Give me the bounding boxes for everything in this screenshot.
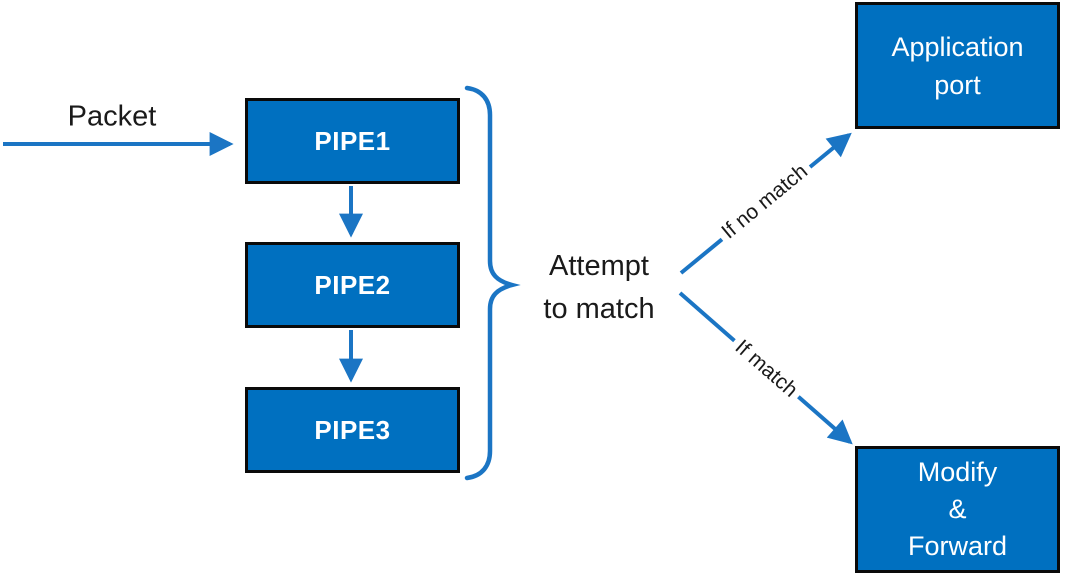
application-port-box: Application port bbox=[855, 2, 1060, 129]
packet-label: Packet bbox=[67, 100, 157, 133]
attempt-to-match-label: Attempt to match bbox=[543, 245, 654, 331]
pipe2-box: PIPE2 bbox=[245, 242, 460, 328]
attempt-line-2: to match bbox=[543, 293, 655, 325]
pipe3-label: PIPE3 bbox=[314, 414, 391, 445]
modify-forward-box: Modify & Forward bbox=[855, 446, 1060, 573]
pipe2-label: PIPE2 bbox=[314, 269, 391, 300]
modify-forward-line-2: & bbox=[948, 494, 967, 524]
application-port-line-2: port bbox=[934, 69, 981, 100]
attempt-line-1: Attempt bbox=[549, 250, 649, 282]
application-port-line-1: Application bbox=[891, 31, 1024, 62]
pipe1-label: PIPE1 bbox=[314, 125, 391, 156]
pipes-brace bbox=[464, 85, 521, 481]
modify-forward-line-3: Forward bbox=[907, 531, 1008, 561]
pipe1-box: PIPE1 bbox=[245, 98, 460, 184]
modify-forward-line-1: Modify bbox=[917, 457, 998, 487]
pipe3-box: PIPE3 bbox=[245, 387, 460, 473]
